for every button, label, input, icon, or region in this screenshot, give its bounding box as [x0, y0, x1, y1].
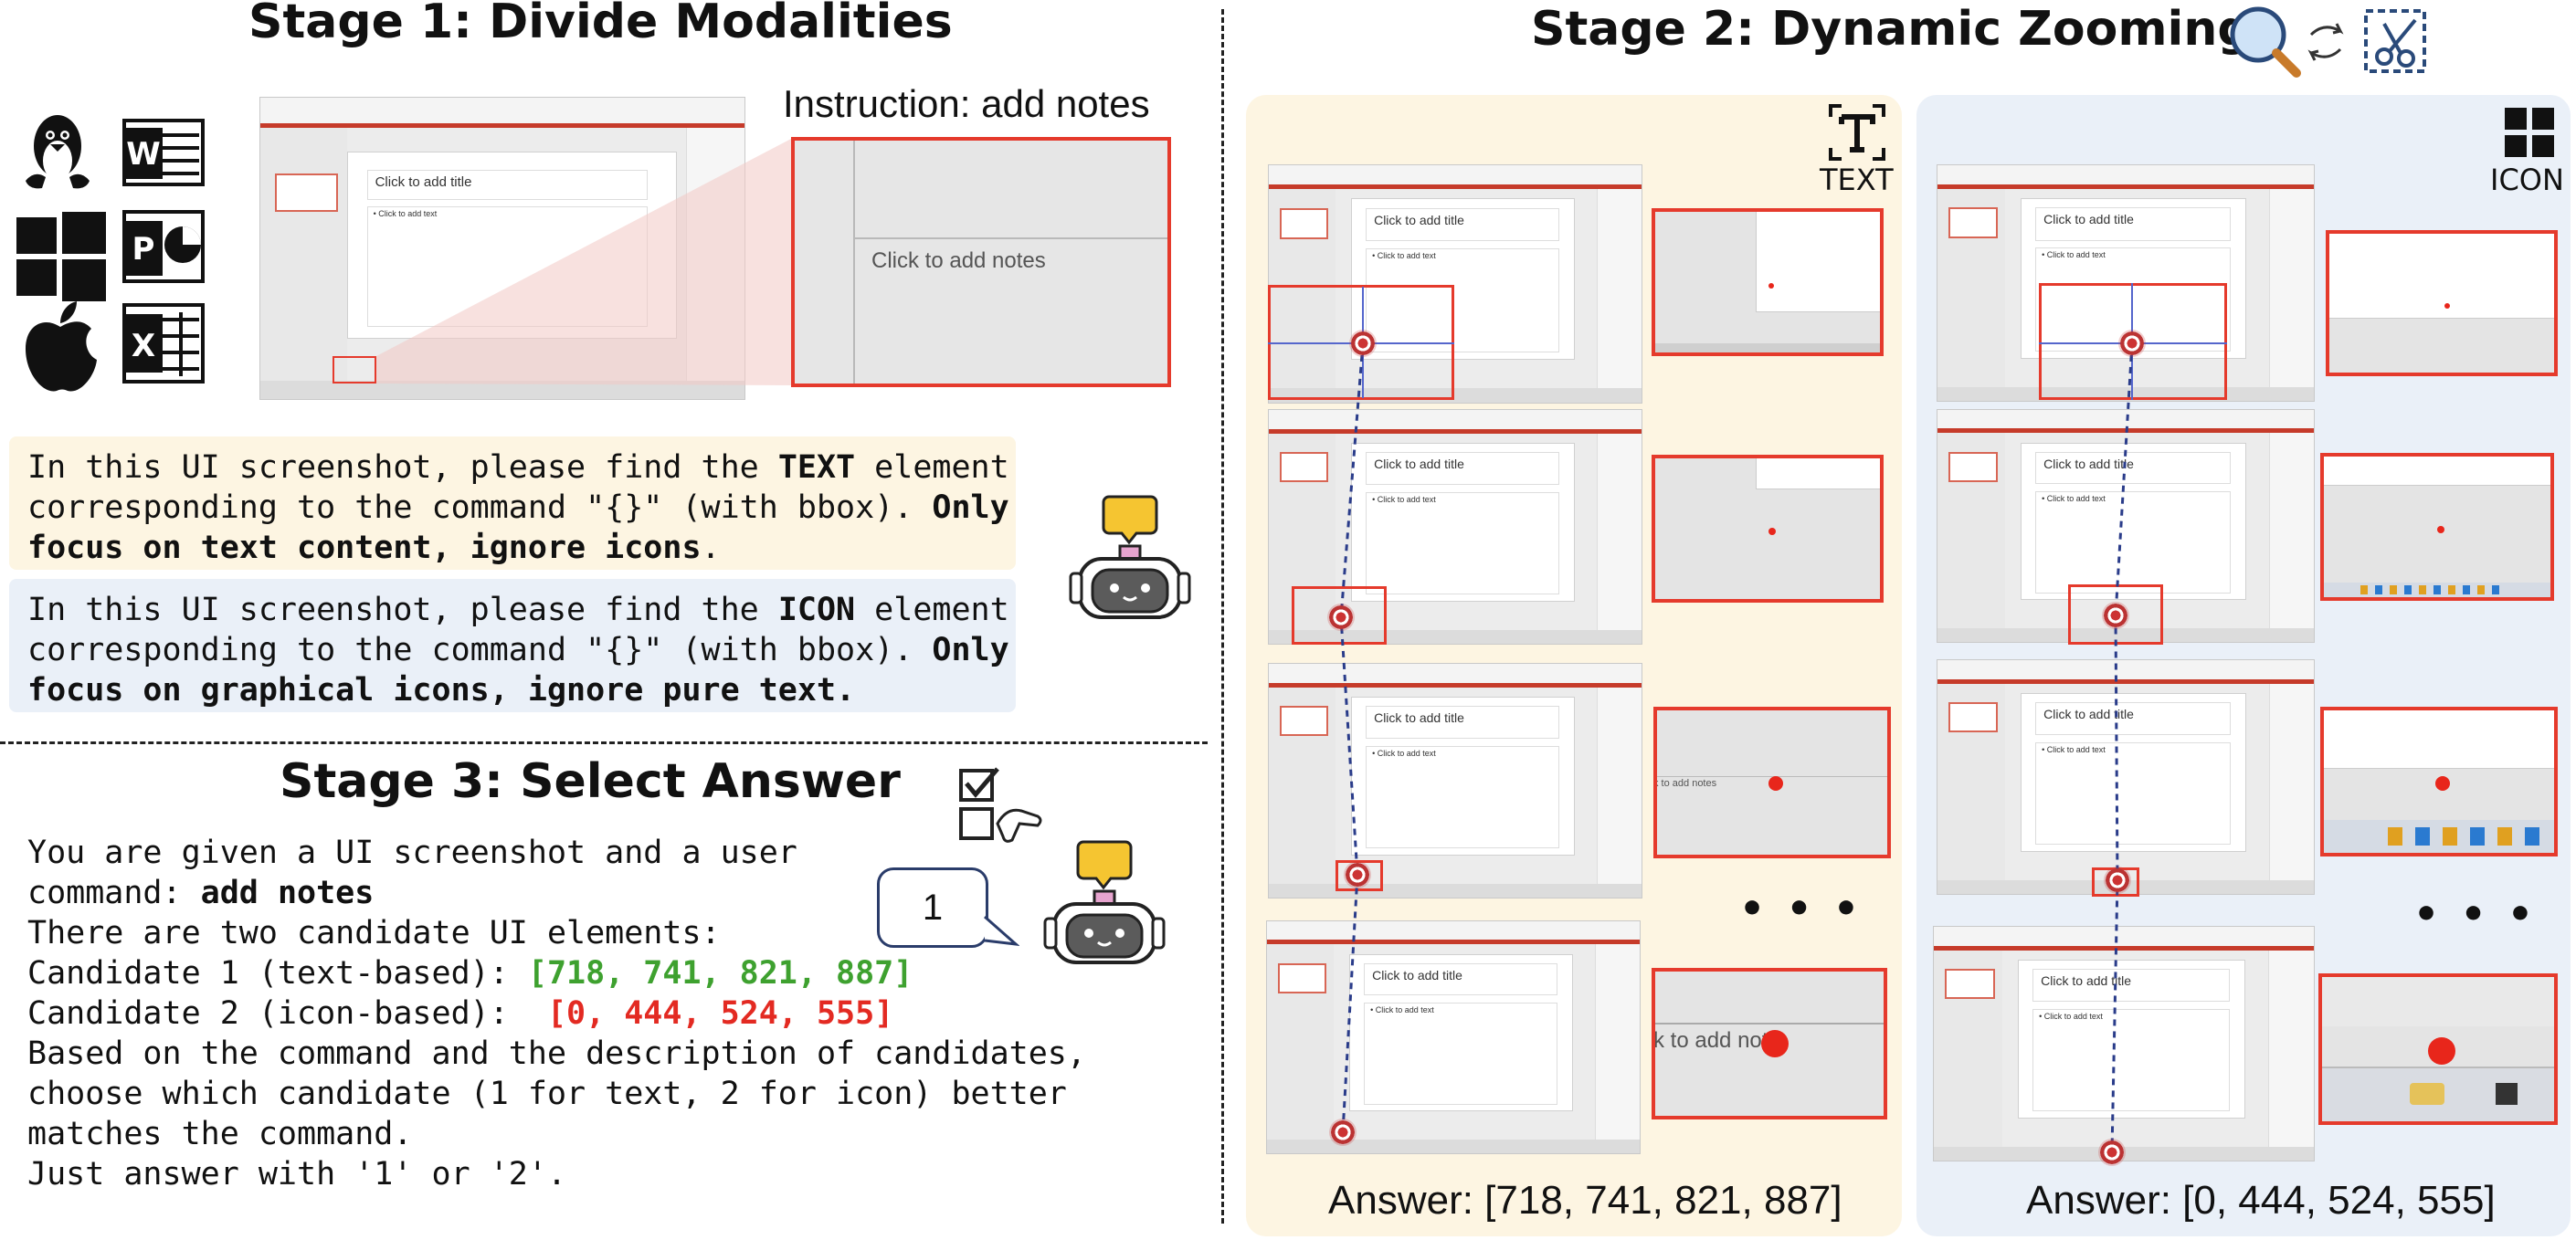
- text-crop-4: k to add not: [1652, 968, 1887, 1119]
- icon-crop-1: [2326, 230, 2558, 376]
- text-click-point-2: [1327, 604, 1355, 631]
- text-type-label: TEXT: [1820, 163, 1894, 197]
- text-zoom-step-2: Click to add title• Click to add text: [1268, 409, 1642, 645]
- icon-prompt: In this UI screenshot, please find the I…: [9, 579, 1016, 712]
- robot-icon-answer: [1043, 840, 1166, 964]
- powerpoint-icon: P: [122, 210, 205, 283]
- text-crop-2: [1652, 455, 1884, 603]
- zoom-tools-icon: [2230, 6, 2426, 78]
- text-answer: Answer: [718, 741, 821, 887]: [1328, 1178, 1842, 1223]
- icon-click-point-2: [2102, 602, 2129, 629]
- swap-arrows-icon: [2307, 23, 2344, 61]
- horizontal-divider: [0, 741, 1208, 744]
- icon-ellipsis: • • •: [2413, 891, 2538, 938]
- robot-icon: [1069, 495, 1191, 619]
- text-ellipsis: • • •: [1739, 886, 1863, 932]
- excel-icon: X: [122, 303, 205, 384]
- text-zoom-box-2: [1292, 586, 1387, 645]
- answer-bubble: 1: [877, 867, 988, 948]
- icon-type-label: ICON: [2490, 163, 2564, 197]
- text-zoom-path: [1268, 287, 1454, 1133]
- icon-crop-3: [2320, 707, 2558, 856]
- checklist-icon: [959, 767, 1042, 843]
- text-zoom-step-1: Click to add title• Click to add text: [1268, 164, 1642, 404]
- text-zoom-step-3: Click to add title• Click to add text: [1268, 663, 1642, 898]
- notes-zoom-crop: Click to add notes: [791, 137, 1171, 387]
- stage3-prompt: You are given a UI screenshot and a user…: [27, 835, 1086, 1193]
- svg-text:P: P: [132, 231, 155, 268]
- stage2-title: Stage 2: Dynamic Zooming: [1531, 2, 2252, 57]
- icon-crop-4: [2318, 973, 2558, 1125]
- svg-text:X: X: [132, 328, 155, 364]
- crop-scissors-icon: [2364, 9, 2426, 73]
- bubble-tail: [984, 915, 1019, 946]
- icon-click-point-4: [2098, 1139, 2126, 1166]
- text-click-point-3: [1344, 861, 1371, 888]
- stage3-title: Stage 3: Select Answer: [280, 754, 901, 809]
- icon-zoom-step-2: Click to add title• Click to add text: [1937, 409, 2315, 643]
- text-prompt: In this UI screenshot, please find the T…: [9, 436, 1016, 570]
- icon-crop-2: [2320, 453, 2554, 601]
- text-crop-3: k to add notes: [1653, 707, 1891, 858]
- text-type-icon: [1829, 104, 1885, 161]
- linux-icon: [26, 115, 90, 189]
- icon-zoom-step-3: Click to add title• Click to add text: [1937, 659, 2315, 895]
- magnifier-icon: [2230, 6, 2301, 78]
- instruction-text: Instruction: add notes: [783, 82, 1150, 125]
- platform-icons: W P X: [16, 115, 205, 392]
- text-click-point-1: [1349, 330, 1377, 357]
- icon-answer: Answer: [0, 444, 524, 555]: [2026, 1178, 2496, 1223]
- text-zoom-step-4: Click to add title• Click to add text: [1266, 920, 1641, 1154]
- icon-zoom-path: [2039, 283, 2227, 1153]
- svg-text:W: W: [126, 136, 161, 173]
- notes-target-box: [333, 356, 376, 384]
- word-icon: W: [122, 119, 205, 186]
- icon-zoom-step-4: Click to add title• Click to add text: [1933, 926, 2315, 1161]
- stage1-title: Stage 1: Divide Modalities: [248, 0, 953, 49]
- icon-type-icon: [2505, 108, 2554, 157]
- icon-click-point-3: [2104, 867, 2131, 894]
- apple-icon: [26, 301, 97, 392]
- zoom-projection: [376, 139, 791, 385]
- icon-click-point-1: [2118, 330, 2146, 357]
- text-click-point-4: [1329, 1119, 1357, 1146]
- windows-icon: [16, 212, 106, 301]
- vertical-divider: [1221, 9, 1224, 1224]
- text-crop-1: [1652, 208, 1884, 356]
